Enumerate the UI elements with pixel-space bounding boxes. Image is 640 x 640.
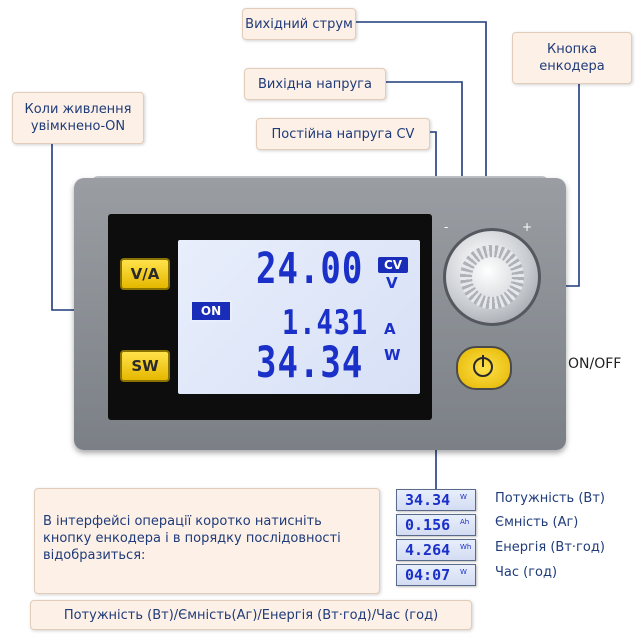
encoder-knob[interactable] <box>443 228 541 326</box>
sequence-caption-box: Потужність (Вт)/Ємність(Аг)/Енергія (Вт·… <box>30 600 472 630</box>
instructions-box: В інтерфейсі операції коротко натисніть … <box>34 488 380 594</box>
mini-display-power: 34.34 W <box>396 489 476 511</box>
onoff-label: ON/OFF <box>568 356 622 372</box>
unit-a: A <box>384 320 396 338</box>
label-capacity: Ємність (Аг) <box>495 515 579 530</box>
mini-display-time: 04:07 W <box>396 564 476 586</box>
cv-badge: CV <box>378 257 409 273</box>
onoff-button[interactable] <box>456 346 512 390</box>
on-badge: ON <box>190 300 232 322</box>
lcd-current-value: 1.431 <box>282 304 369 343</box>
label-energy: Енергія (Вт·год) <box>495 540 605 555</box>
sw-button[interactable]: SW <box>120 350 170 382</box>
unit-v: V <box>386 274 398 292</box>
mini-display-energy: 4.264 Wh <box>396 539 476 561</box>
label-time: Час (год) <box>495 565 558 580</box>
callout-output-current: Вихідний струм <box>242 8 356 40</box>
callout-encoder-button: Кнопка енкодера <box>512 32 632 84</box>
mini-display-capacity: 0.156 Ah <box>396 514 476 536</box>
callout-output-voltage: Вихідна напруга <box>244 68 386 100</box>
callout-power-on: Коли живлення увімкнено-ON <box>12 92 144 144</box>
lcd-voltage-value: 24.00 <box>256 244 364 294</box>
unit-w: W <box>384 346 401 364</box>
lcd-power-value: 34.34 <box>256 338 364 388</box>
callout-cv-mode: Постійна напруга CV <box>256 118 430 150</box>
label-power: Потужність (Вт) <box>495 491 605 506</box>
knob-plus-mark: + <box>522 220 533 234</box>
knob-minus-mark: - <box>444 220 449 234</box>
va-button[interactable]: V/A <box>120 258 170 290</box>
